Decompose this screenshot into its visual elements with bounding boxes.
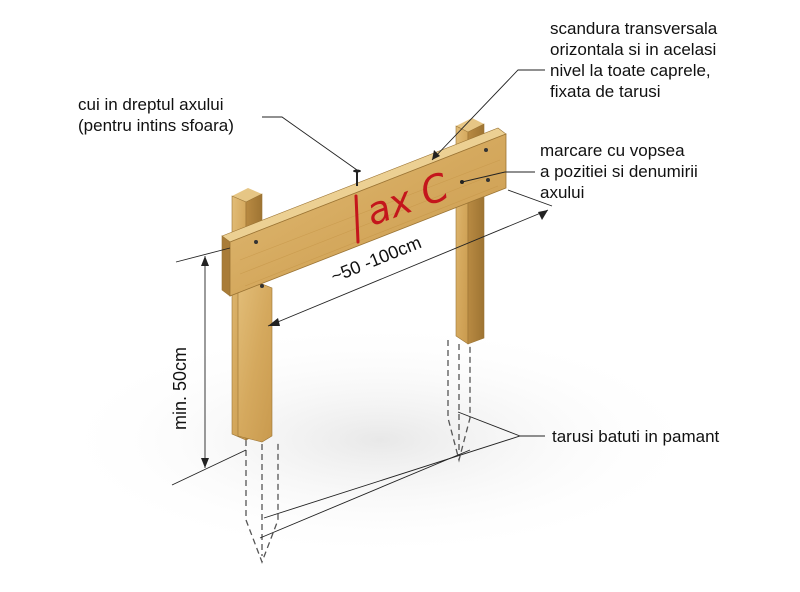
nail-callout-line-2: (pentru intins sfoara) [78, 116, 234, 135]
nail-axis-mark [353, 169, 361, 186]
marking-callout: marcare cu vopsea a pozitiei si denumiri… [540, 140, 698, 203]
marking-callout-line-2: a pozitiei si denumirii [540, 162, 698, 181]
leader-lines [262, 69, 545, 519]
height-dimension-label: min. 50cm [170, 346, 190, 430]
board-callout-line-1: scandura transversala [550, 19, 718, 38]
board-callout-line-4: fixata de tarusi [550, 82, 661, 101]
dimension-lines [171, 189, 553, 539]
board-callout-line-2: orizontala si in acelasi [550, 40, 717, 59]
board-callout: scandura transversala orizontala si in a… [550, 18, 717, 102]
ground-shadow [50, 320, 710, 560]
nail-callout-line-1: cui in dreptul axului [78, 95, 224, 114]
board-callout-line-3: nivel la toate caprele, [550, 61, 711, 80]
marking-callout-line-1: marcare cu vopsea [540, 141, 685, 160]
nail-callout: cui in dreptul axului (pentru intins sfo… [78, 94, 234, 136]
marking-callout-line-3: axului [540, 183, 585, 202]
right-stake-underground [447, 340, 471, 463]
stakes-callout: tarusi batuti in pamant [552, 427, 720, 446]
